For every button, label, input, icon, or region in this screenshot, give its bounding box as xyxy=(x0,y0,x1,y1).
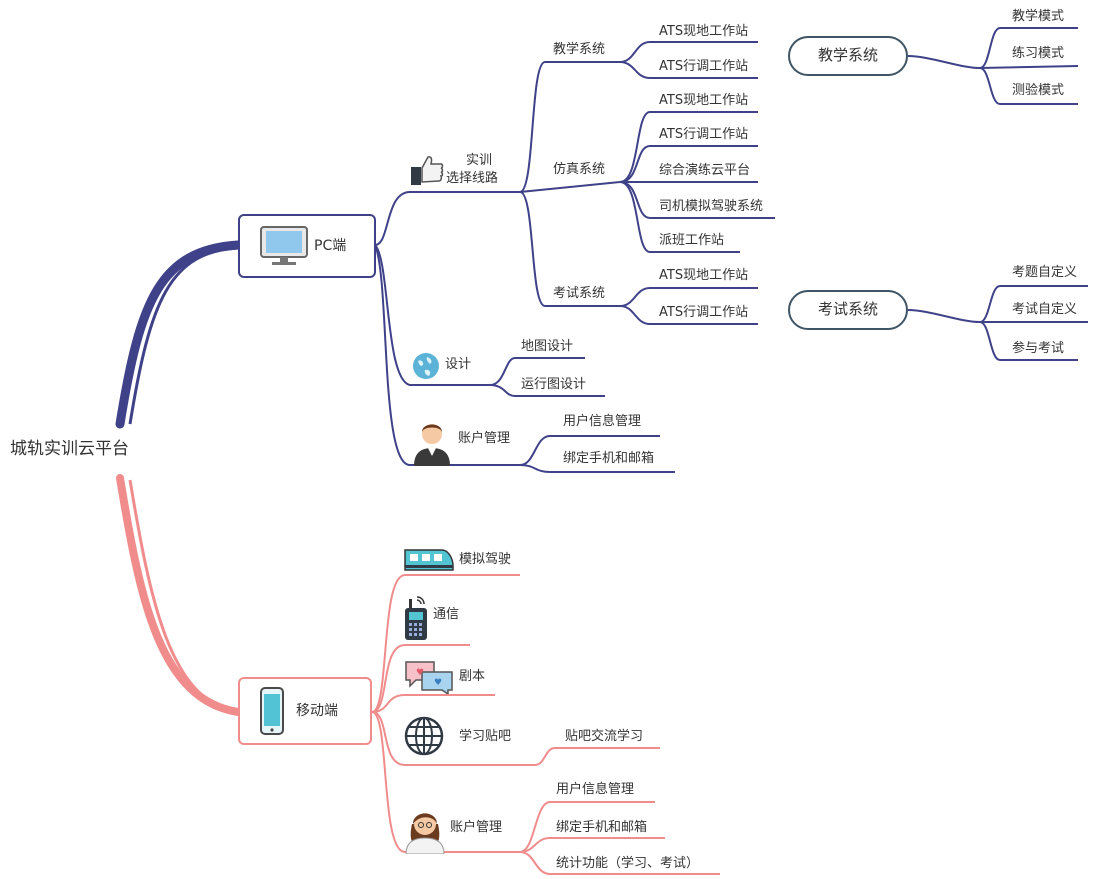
simulation-item[interactable]: 司机模拟驾驶系统 xyxy=(659,199,764,214)
shixun-label-line2[interactable]: 选择线路 xyxy=(446,171,499,186)
shixun-label-line1[interactable]: 实训 xyxy=(465,153,492,168)
exam-item[interactable]: ATS行调工作站 xyxy=(659,305,749,320)
svg-text:♥: ♥ xyxy=(416,668,424,678)
side-teaching-item[interactable]: 教学模式 xyxy=(1012,9,1065,24)
side-exam-item[interactable]: 考试自定义 xyxy=(1012,302,1078,317)
simulation-system-label[interactable]: 仿真系统 xyxy=(553,162,606,177)
pc-account-item[interactable]: 用户信息管理 xyxy=(563,414,642,429)
mobile-node[interactable]: 移动端 xyxy=(238,677,372,745)
thumbs-up-icon xyxy=(411,156,444,185)
globe-grid-icon xyxy=(404,716,444,756)
mobile-account-item[interactable]: 用户信息管理 xyxy=(556,782,635,797)
mobile-drive-label[interactable]: 模拟驾驶 xyxy=(459,552,512,567)
svg-text:♥: ♥ xyxy=(434,678,442,688)
teaching-item[interactable]: ATS行调工作站 xyxy=(659,59,749,74)
teaching-system-label[interactable]: 教学系统 xyxy=(553,42,606,57)
side-exam-node[interactable]: 考试系统 xyxy=(788,290,908,330)
pc-account-label[interactable]: 账户管理 xyxy=(458,431,511,446)
man-avatar-icon xyxy=(414,424,450,466)
root-to-mobile-branch xyxy=(116,474,242,716)
mobile-node-label: 移动端 xyxy=(296,703,338,719)
simulation-item[interactable]: ATS行调工作站 xyxy=(659,127,749,142)
side-teaching-node[interactable]: 教学系统 xyxy=(788,36,908,76)
smartphone-icon xyxy=(260,687,284,735)
globe-icon xyxy=(413,353,439,379)
simulation-item[interactable]: 派班工作站 xyxy=(659,233,725,248)
mobile-forum-item[interactable]: 贴吧交流学习 xyxy=(565,729,644,744)
mobile-account-item[interactable]: 绑定手机和邮箱 xyxy=(556,820,648,835)
root-node-label[interactable]: 城轨实训云平台 xyxy=(10,439,129,459)
mobile-script-label[interactable]: 剧本 xyxy=(459,669,486,684)
train-icon xyxy=(404,549,454,571)
side-exam-item[interactable]: 考题自定义 xyxy=(1012,265,1078,280)
mobile-comm-label[interactable]: 通信 xyxy=(433,607,460,622)
side-exam-item[interactable]: 参与考试 xyxy=(1012,341,1065,356)
walkie-talkie-icon xyxy=(405,596,427,640)
root-to-pc-branch xyxy=(115,240,243,429)
pc-node-label: PC端 xyxy=(314,238,347,254)
simulation-item[interactable]: ATS现地工作站 xyxy=(659,93,749,108)
mobile-account-item[interactable]: 统计功能（学习、考试） xyxy=(556,856,700,871)
monitor-icon xyxy=(260,226,308,265)
design-label[interactable]: 设计 xyxy=(445,357,472,372)
design-item[interactable]: 地图设计 xyxy=(521,339,574,354)
chat-bubbles-icon: ♥ ♥ xyxy=(405,661,453,694)
exam-system-label[interactable]: 考试系统 xyxy=(553,286,606,301)
teaching-item[interactable]: ATS现地工作站 xyxy=(659,24,749,39)
side-teaching-item[interactable]: 测验模式 xyxy=(1012,83,1065,98)
mobile-forum-label[interactable]: 学习贴吧 xyxy=(459,729,512,744)
design-item[interactable]: 运行图设计 xyxy=(521,377,587,392)
mobile-account-label[interactable]: 账户管理 xyxy=(450,820,503,835)
exam-item[interactable]: ATS现地工作站 xyxy=(659,268,749,283)
pc-account-item[interactable]: 绑定手机和邮箱 xyxy=(563,451,655,466)
side-teaching-item[interactable]: 练习模式 xyxy=(1012,46,1065,61)
woman-avatar-icon xyxy=(405,813,445,854)
pc-node[interactable]: PC端 xyxy=(238,214,376,278)
simulation-item[interactable]: 综合演练云平台 xyxy=(659,163,751,178)
